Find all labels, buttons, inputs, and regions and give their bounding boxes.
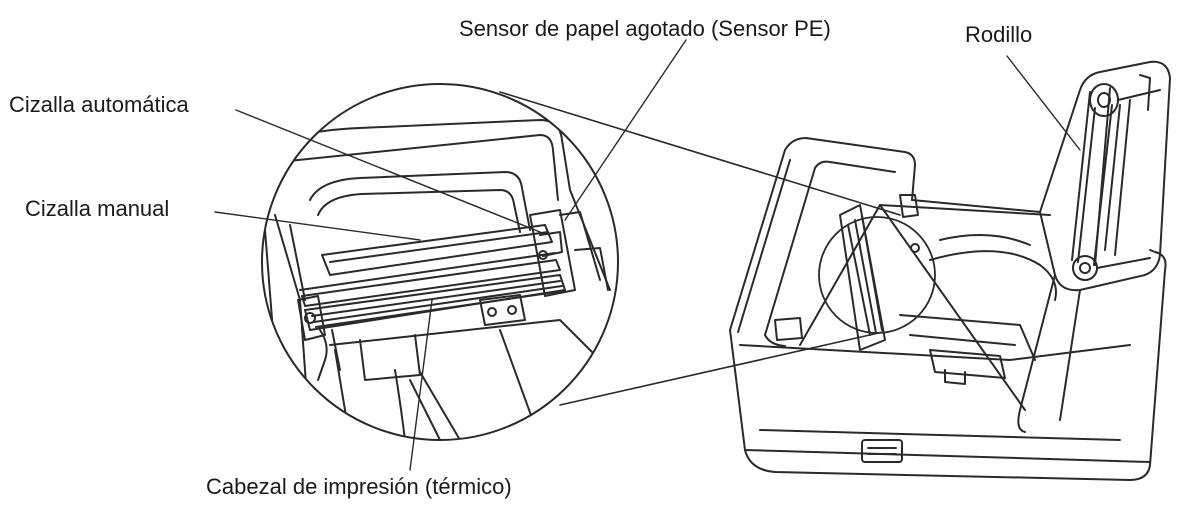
leader-pe-sensor — [564, 39, 687, 221]
roller — [1072, 83, 1161, 281]
printer-body — [729, 137, 1167, 481]
zoom-connector-bottom — [559, 331, 884, 406]
leader-roller — [1006, 55, 1081, 151]
magnified-detail — [262, 119, 611, 440]
auto-cutter-label: Cizalla automática — [9, 92, 189, 117]
leader-auto-cutter — [235, 109, 541, 233]
printer-lid — [1017, 60, 1171, 433]
magnified-view-circle — [261, 83, 619, 441]
pe-sensor-label: Sensor de papel agotado (Sensor PE) — [459, 16, 831, 41]
print-head-label: Cabezal de impresión (térmico) — [206, 474, 512, 499]
leader-manual-cutter — [214, 211, 421, 241]
leader-print-head — [409, 299, 433, 471]
manual-cutter-label: Cizalla manual — [25, 196, 170, 221]
zoom-connector-top — [499, 91, 901, 216]
detail-source-circle — [818, 216, 936, 334]
roller-label: Rodillo — [965, 22, 1033, 47]
